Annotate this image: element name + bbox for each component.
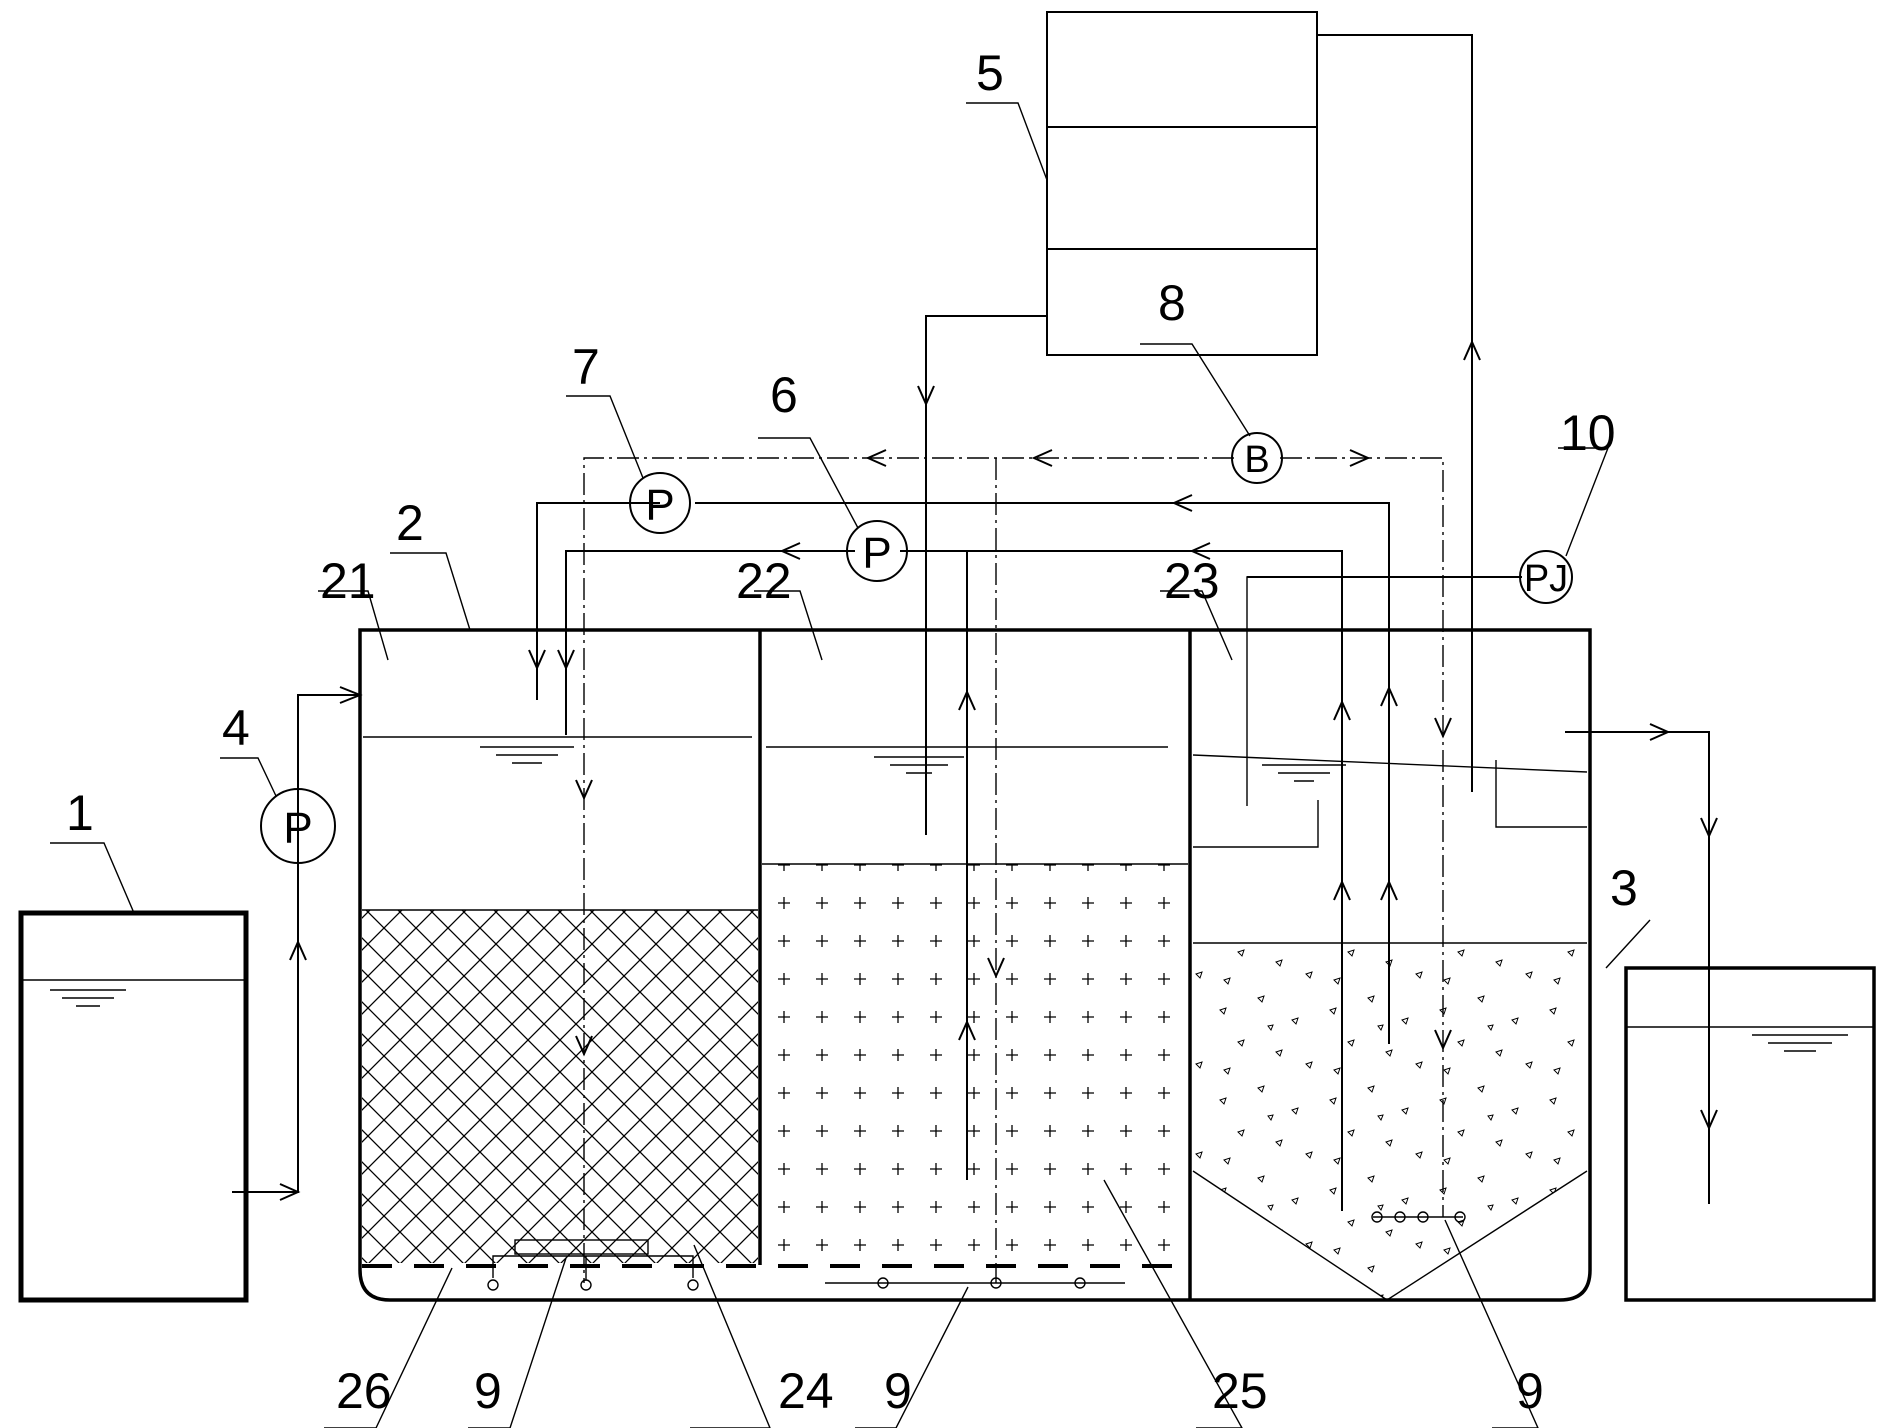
pump-6-symbol: P xyxy=(862,529,891,578)
label-23: 23 xyxy=(1164,553,1220,609)
pump-6: P xyxy=(846,520,908,582)
leader-lines xyxy=(50,102,1651,1428)
aeration-pipes-9 xyxy=(487,1211,1466,1291)
control-box-5 xyxy=(1046,11,1318,356)
diffuser-plate xyxy=(514,1239,649,1255)
blower-8: B xyxy=(1231,432,1283,484)
device-pj-10-symbol: PJ xyxy=(1524,558,1568,600)
label-2: 2 xyxy=(396,495,424,551)
device-pj-10: PJ xyxy=(1519,550,1573,604)
label-10: 10 xyxy=(1560,405,1616,461)
label-6: 6 xyxy=(770,367,798,423)
label-22: 22 xyxy=(736,553,792,609)
raw-water-tank xyxy=(18,910,249,1303)
blower-8-symbol: B xyxy=(1244,439,1269,481)
label-9-right: 9 xyxy=(1516,1363,1544,1419)
label-21: 21 xyxy=(320,553,376,609)
label-8: 8 xyxy=(1158,275,1186,331)
labels: 1 2 3 4 5 6 7 8 10 21 22 23 24 25 26 9 9… xyxy=(66,45,1638,1419)
label-4: 4 xyxy=(222,700,250,756)
piping xyxy=(232,34,1710,1211)
flow-arrows xyxy=(279,339,1718,1201)
label-7: 7 xyxy=(572,339,600,395)
reactor-2 xyxy=(358,628,1592,1302)
label-24: 24 xyxy=(778,1363,834,1419)
pump-7-symbol: P xyxy=(645,481,674,530)
effluent-tank xyxy=(1624,966,1876,1302)
label-3: 3 xyxy=(1610,860,1638,916)
label-1: 1 xyxy=(66,785,94,841)
pump-4-symbol: P xyxy=(283,804,312,853)
label-25: 25 xyxy=(1212,1363,1268,1419)
label-5: 5 xyxy=(976,45,1004,101)
air-lines xyxy=(583,457,1444,1283)
pump-7: P xyxy=(629,472,691,534)
chamber-21 xyxy=(362,736,758,1263)
chamber-22 xyxy=(762,746,1188,1264)
label-9-middle: 9 xyxy=(884,1363,912,1419)
label-9-left: 9 xyxy=(474,1363,502,1419)
label-26: 26 xyxy=(336,1363,392,1419)
pump-4: P xyxy=(260,788,336,864)
